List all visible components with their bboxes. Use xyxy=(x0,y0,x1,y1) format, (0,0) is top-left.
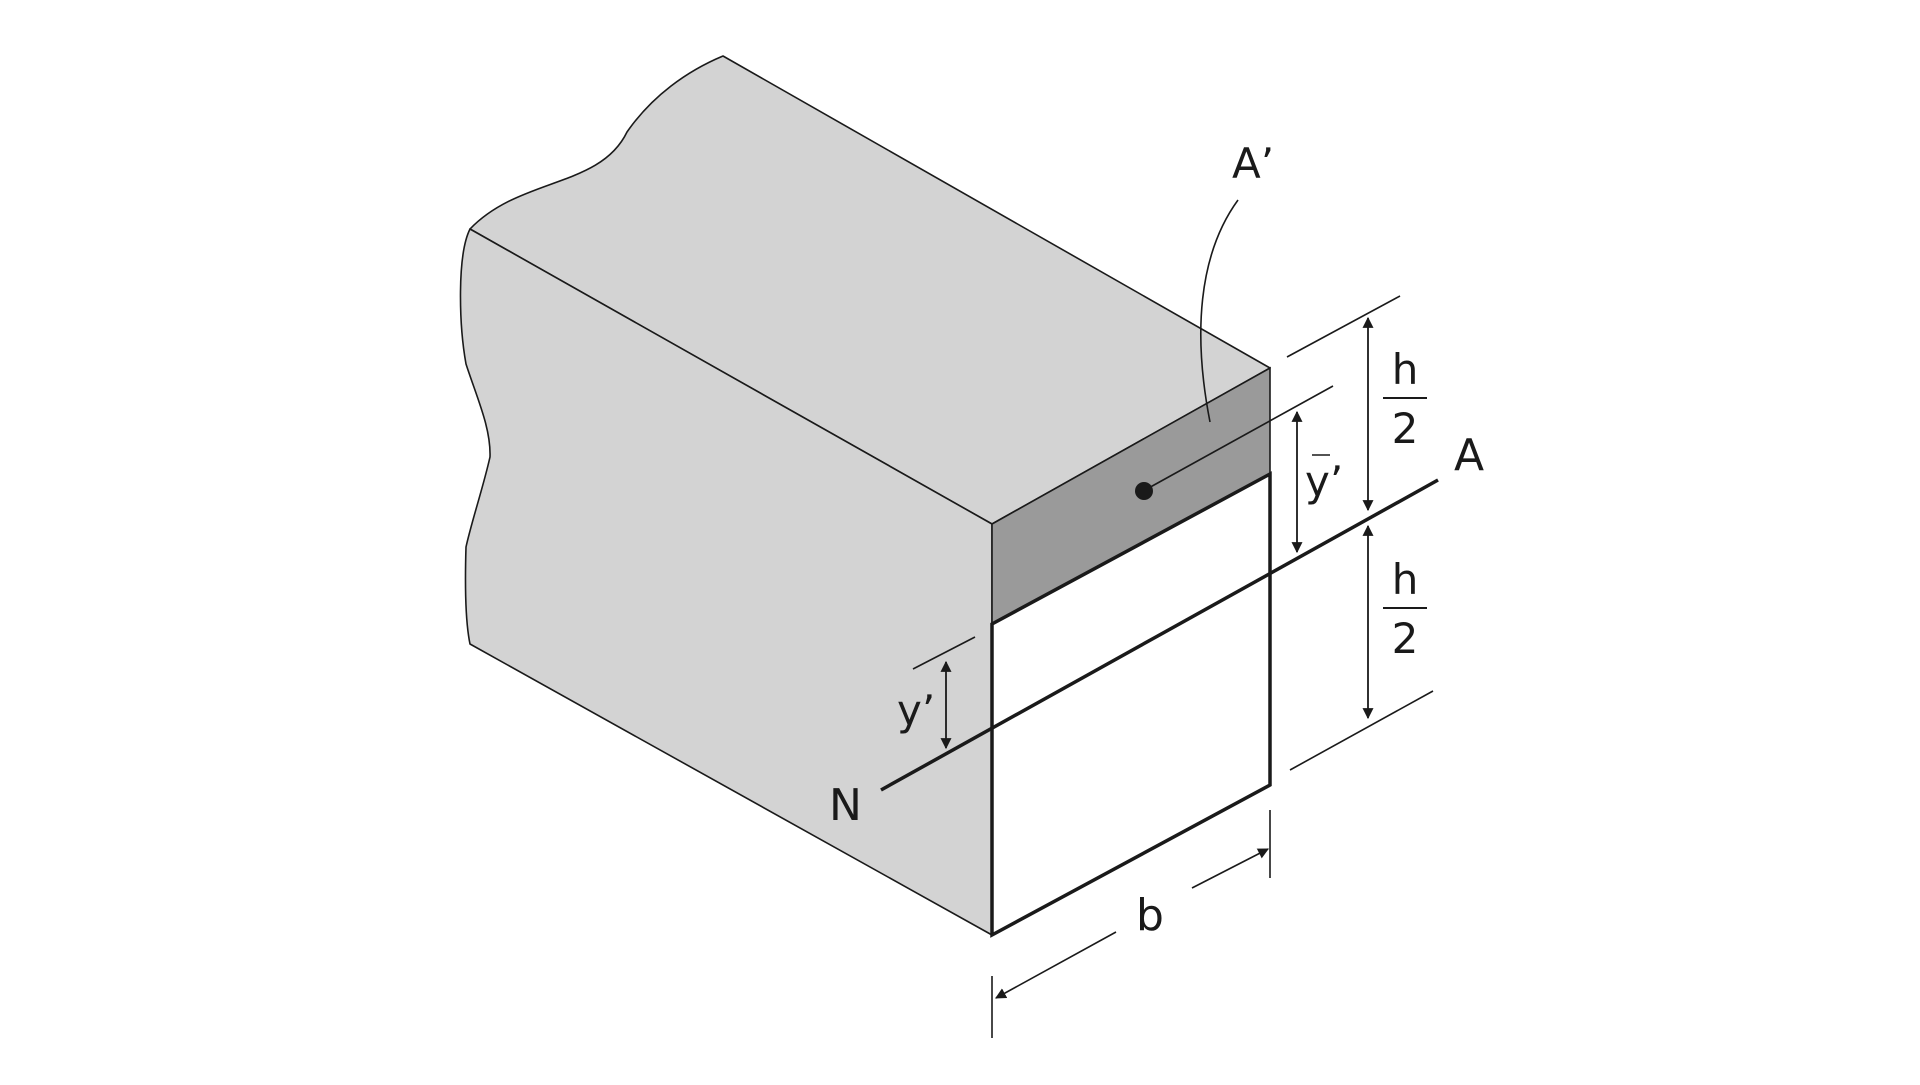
label-two-upper: 2 xyxy=(1392,404,1419,453)
a-prime-leader-curve xyxy=(1200,199,1239,423)
label-a-prime: A’ xyxy=(1232,139,1274,188)
cross-section-face xyxy=(990,471,1272,938)
extension-line-bottom xyxy=(1289,690,1434,771)
label-n: N xyxy=(829,780,862,831)
label-y-bar-prime: y’ xyxy=(1305,457,1343,506)
label-two-lower: 2 xyxy=(1392,614,1419,663)
dimension-arrow-b-right xyxy=(1191,848,1269,889)
centroid-dot xyxy=(1135,482,1153,500)
beam-side-face xyxy=(459,228,993,936)
neutral-axis-line xyxy=(880,478,1439,792)
beam-top-face xyxy=(469,55,1271,525)
label-y-prime: y’ xyxy=(897,686,935,735)
label-a: A xyxy=(1454,430,1484,481)
dimension-arrow-b-left xyxy=(995,931,1117,999)
label-h-lower: h xyxy=(1392,555,1419,604)
centroid-leader-line xyxy=(1144,385,1334,491)
extension-line-y-prime xyxy=(912,636,976,670)
label-b: b xyxy=(1136,890,1164,941)
extension-line-top xyxy=(1286,295,1401,358)
label-h-upper: h xyxy=(1392,345,1419,394)
